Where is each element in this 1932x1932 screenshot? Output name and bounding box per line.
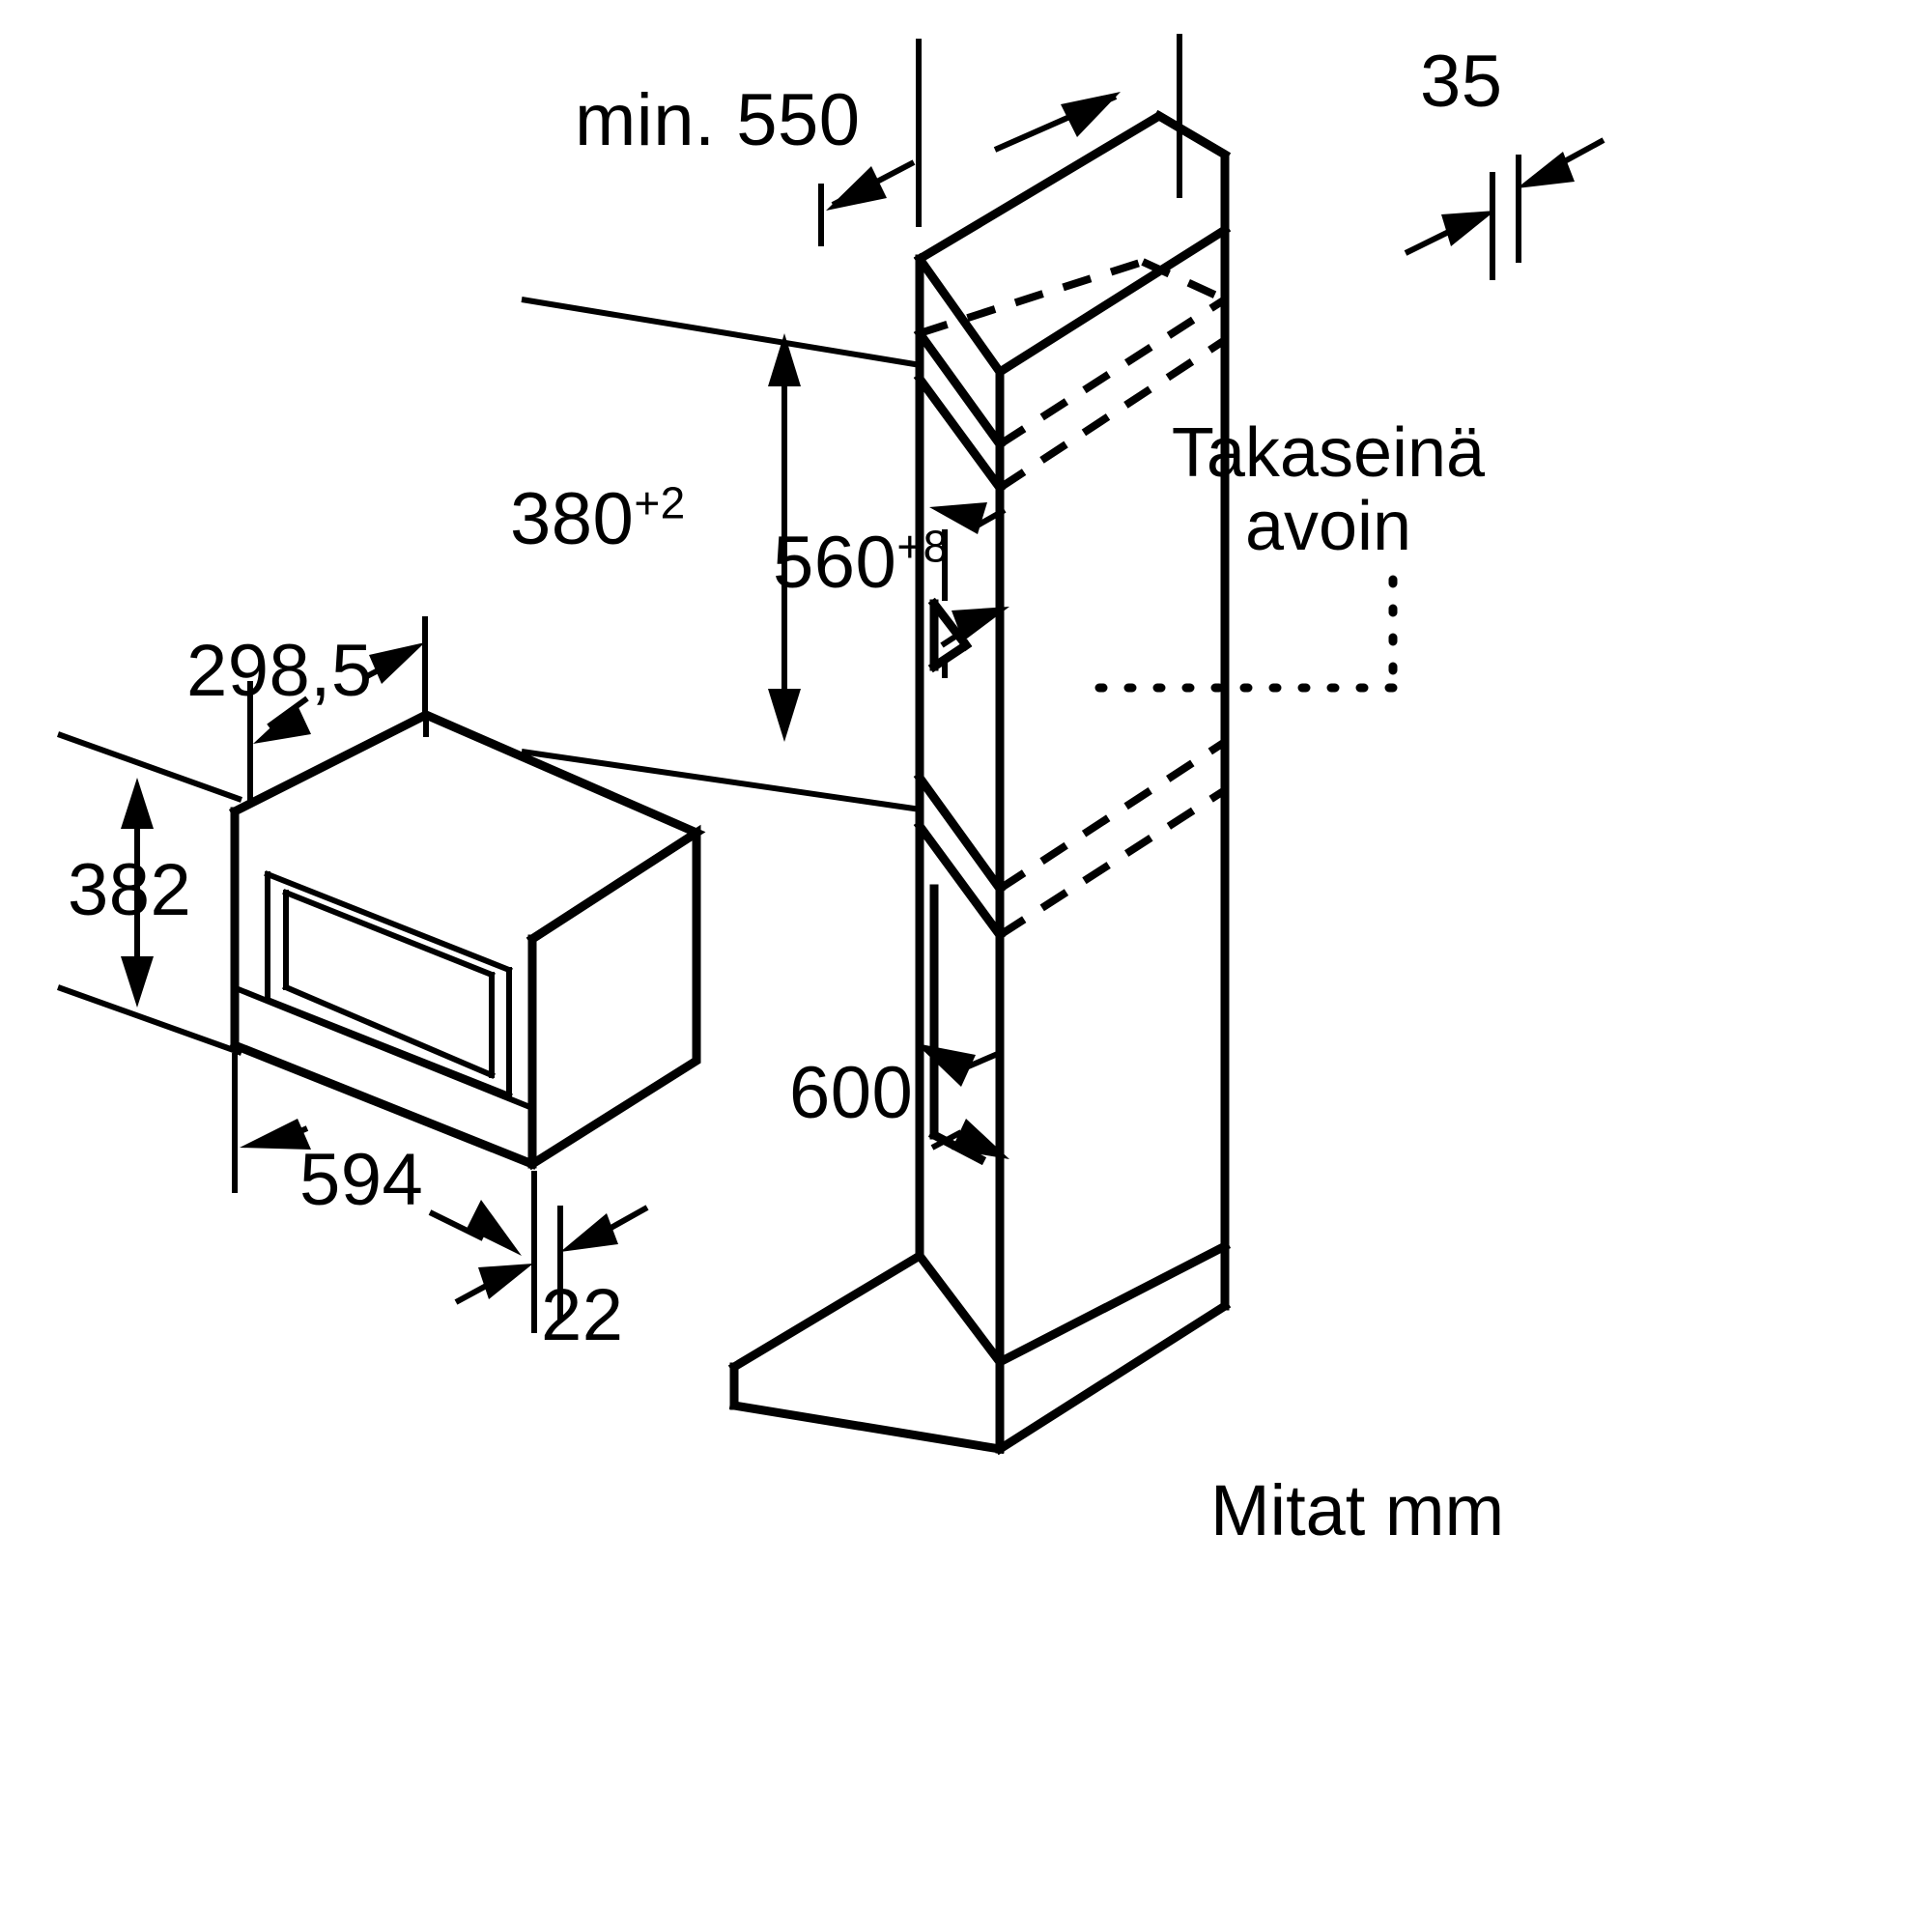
dimension-niche-width [929, 502, 1009, 678]
dimension-cabinet-rear-offset [1404, 137, 1605, 280]
dimension-appliance-front-overlap [454, 1205, 649, 1333]
back-wall-open-note-line2: avoin [1244, 487, 1412, 565]
back-wall-open-leader [1087, 575, 1398, 693]
dimension-label-cabinet-depth: min. 550 [575, 79, 861, 161]
dimension-label-appliance-width: 594 [299, 1139, 424, 1221]
back-wall-open-note: Takaseinä avoin [1135, 414, 1521, 565]
dimension-label-cabinet-rear-offset: 35 [1420, 41, 1503, 123]
cabinet-niche-body [727, 109, 1232, 1456]
dimension-label-appliance-front-overlap: 22 [541, 1274, 624, 1356]
back-wall-open-note-line1: Takaseinä [1171, 414, 1486, 492]
dimension-appliance-depth [247, 616, 428, 807]
microwave-oven-body [228, 710, 706, 1171]
dimension-label-niche-width: 560+8 [773, 521, 949, 604]
dimension-niche-height [521, 297, 922, 812]
dimension-cabinet-depth [818, 34, 1182, 246]
dimension-label-cabinet-width: 600 [789, 1052, 914, 1134]
dimension-appliance-height [56, 731, 243, 1056]
units-note: Mitat mm [1210, 1470, 1505, 1550]
dimension-label-appliance-depth: 298,5 [186, 630, 373, 712]
dimension-label-niche-height: 380+2 [510, 477, 686, 560]
dimension-label-appliance-height: 382 [68, 849, 192, 931]
dimension-cabinet-width [916, 1043, 1009, 1159]
